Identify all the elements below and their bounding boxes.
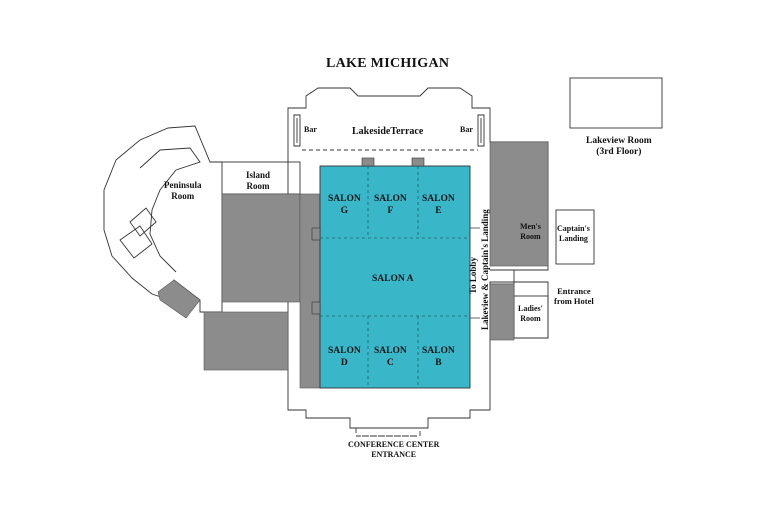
- island-room-label: Island Room: [246, 170, 271, 191]
- salon-block: [319, 165, 471, 389]
- service-area-west: [221, 193, 301, 303]
- terrace-label: LakesideTerrace: [352, 126, 424, 137]
- lakeview-room-outline: [569, 77, 663, 129]
- conference-center-entrance-label: CONFERENCE CENTER ENTRANCE: [348, 440, 440, 459]
- captains-landing-outline: [555, 209, 595, 265]
- captains-landing-label: Captain's Landing: [557, 224, 590, 243]
- salon-d-label: SALON D: [328, 346, 361, 368]
- service-area-east-upper: [489, 141, 549, 267]
- bar-counter-left: [293, 114, 301, 147]
- lakeview-room-label: Lakeview Room (3rd Floor): [586, 136, 652, 158]
- salon-g-label: SALON G: [328, 194, 361, 216]
- salon-c-label: SALON C: [374, 346, 407, 368]
- peninsula-room-label: Peninsula Room: [164, 180, 202, 201]
- page-title: LAKE MICHIGAN: [326, 56, 450, 71]
- salon-e-label: SALON E: [422, 194, 455, 216]
- service-area-southwest: [203, 311, 289, 371]
- lakeview-captains-corridor-label: Lakeview & Captain's Landing: [480, 209, 490, 330]
- bar-counter-right: [477, 114, 485, 147]
- mens-room-label: Men's Room: [520, 222, 541, 241]
- service-corridor-west: [299, 193, 321, 389]
- peninsula-room-outline: [103, 125, 223, 313]
- entrance-from-hotel-label: Entrance from Hotel: [554, 286, 594, 307]
- bar-label-left: Bar: [304, 125, 317, 134]
- service-area-east-lower: [489, 283, 515, 341]
- salon-a-label: SALON A: [372, 274, 414, 284]
- ladies-room-label: Ladies' Room: [518, 304, 543, 323]
- salon-f-label: SALON F: [374, 194, 407, 216]
- salon-b-label: SALON B: [422, 346, 455, 368]
- to-lobby-label: To Lobby: [468, 257, 478, 294]
- service-area-south-stair: [157, 279, 201, 319]
- bar-label-right: Bar: [460, 125, 473, 134]
- conference-entrance-doors: [355, 428, 421, 437]
